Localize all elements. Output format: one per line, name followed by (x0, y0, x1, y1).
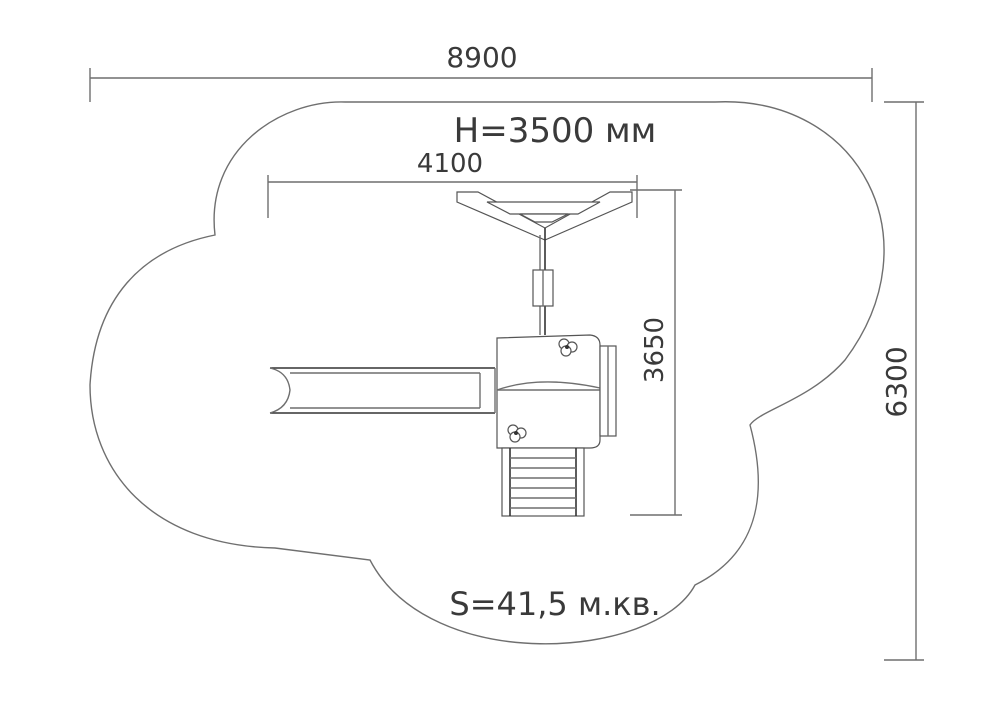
equipment-width-dimension: 4100 (267, 149, 638, 218)
rocker-frame (456, 191, 633, 335)
equipment-width-label: 4100 (417, 149, 483, 179)
tower-platform (496, 334, 617, 449)
ladder (501, 447, 585, 517)
overall-depth-dimension: 6300 (880, 101, 924, 661)
equipment-depth-dimension: 3650 (630, 189, 682, 516)
overall-depth-label: 6300 (880, 346, 913, 417)
slide (269, 367, 496, 414)
overall-width-dimension: 8900 (89, 41, 873, 102)
equipment-depth-label: 3650 (640, 317, 670, 383)
safety-zone-outline (89, 101, 885, 645)
overall-width-label: 8900 (446, 41, 517, 74)
area-label: S=41,5 м.кв. (449, 585, 660, 623)
flower-decal-icon (558, 338, 578, 357)
flower-decal-icon (507, 424, 527, 443)
height-label: H=3500 мм (454, 111, 657, 151)
